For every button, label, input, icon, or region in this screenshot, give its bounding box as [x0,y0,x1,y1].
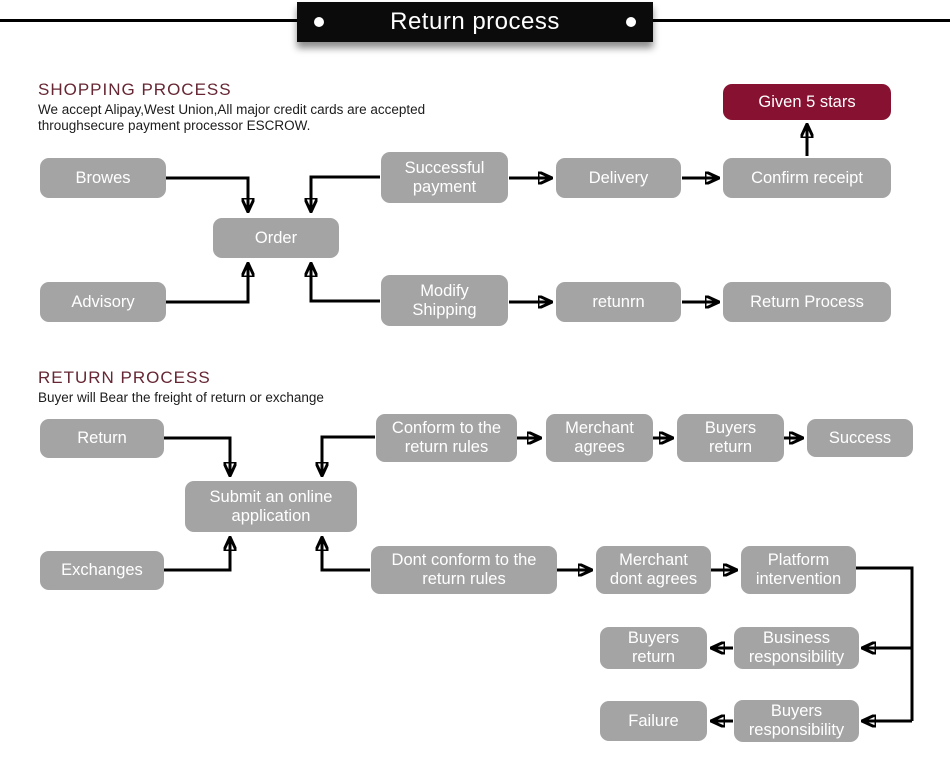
node-failure: Failure [600,701,707,741]
edge-dont-conform-submit [322,538,370,572]
node-dont-conform-to-rules: Dont conform to the return rules [371,546,557,594]
node-browes: Browes [40,158,166,198]
edge-conform-submit [322,435,375,475]
edge-browes-order [166,176,248,211]
node-exchanges: Exchanges [40,551,164,590]
banner-title: Return process [390,8,560,35]
edge-return-submit [164,436,230,475]
node-successful-payment: Successful payment [381,152,508,203]
node-buyers-return-top: Buyers return [677,414,784,462]
node-delivery: Delivery [556,158,681,198]
node-conform-to-rules: Conform to the return rules [376,414,517,462]
node-merchant-dont-agrees: Merchant dont agrees [596,546,711,594]
shopping-process-description-line2: throughsecure payment processor ESCROW. [38,118,311,133]
node-retunrn: retunrn [556,282,681,322]
node-advisory: Advisory [40,282,166,322]
shopping-process-heading: SHOPPING PROCESS [38,80,232,99]
node-buyers-responsibility: Buyers responsibility [734,700,859,742]
node-order: Order [213,218,339,258]
node-success: Success [807,419,913,457]
node-modify-shipping: Modify Shipping [381,275,508,326]
banner: Return process [297,2,653,42]
node-submit-application: Submit an online application [185,481,357,532]
edge-successful-payment-order [311,175,380,211]
node-confirm-receipt: Confirm receipt [723,158,891,198]
edge-modify-shipping-order [311,264,380,303]
edge-platform-trunk [856,566,914,721]
node-given-5-stars: Given 5 stars [723,84,891,120]
edge-exchanges-submit [164,538,230,572]
edge-advisory-order [166,264,248,304]
return-process-heading: RETURN PROCESS [38,368,211,387]
node-return: Return [40,419,164,458]
banner-dot-right-icon [626,17,636,27]
node-business-responsibility: Business responsibility [734,627,859,669]
shopping-process-description-line1: We accept Alipay,West Union,All major cr… [38,102,426,117]
node-platform-intervention: Platform intervention [741,546,856,594]
node-buyers-return-bottom: Buyers return [600,627,707,669]
return-process-description: Buyer will Bear the freight of return or… [38,390,324,405]
node-return-process: Return Process [723,282,891,322]
node-merchant-agrees: Merchant agrees [546,414,653,462]
banner-dot-left-icon [314,17,324,27]
